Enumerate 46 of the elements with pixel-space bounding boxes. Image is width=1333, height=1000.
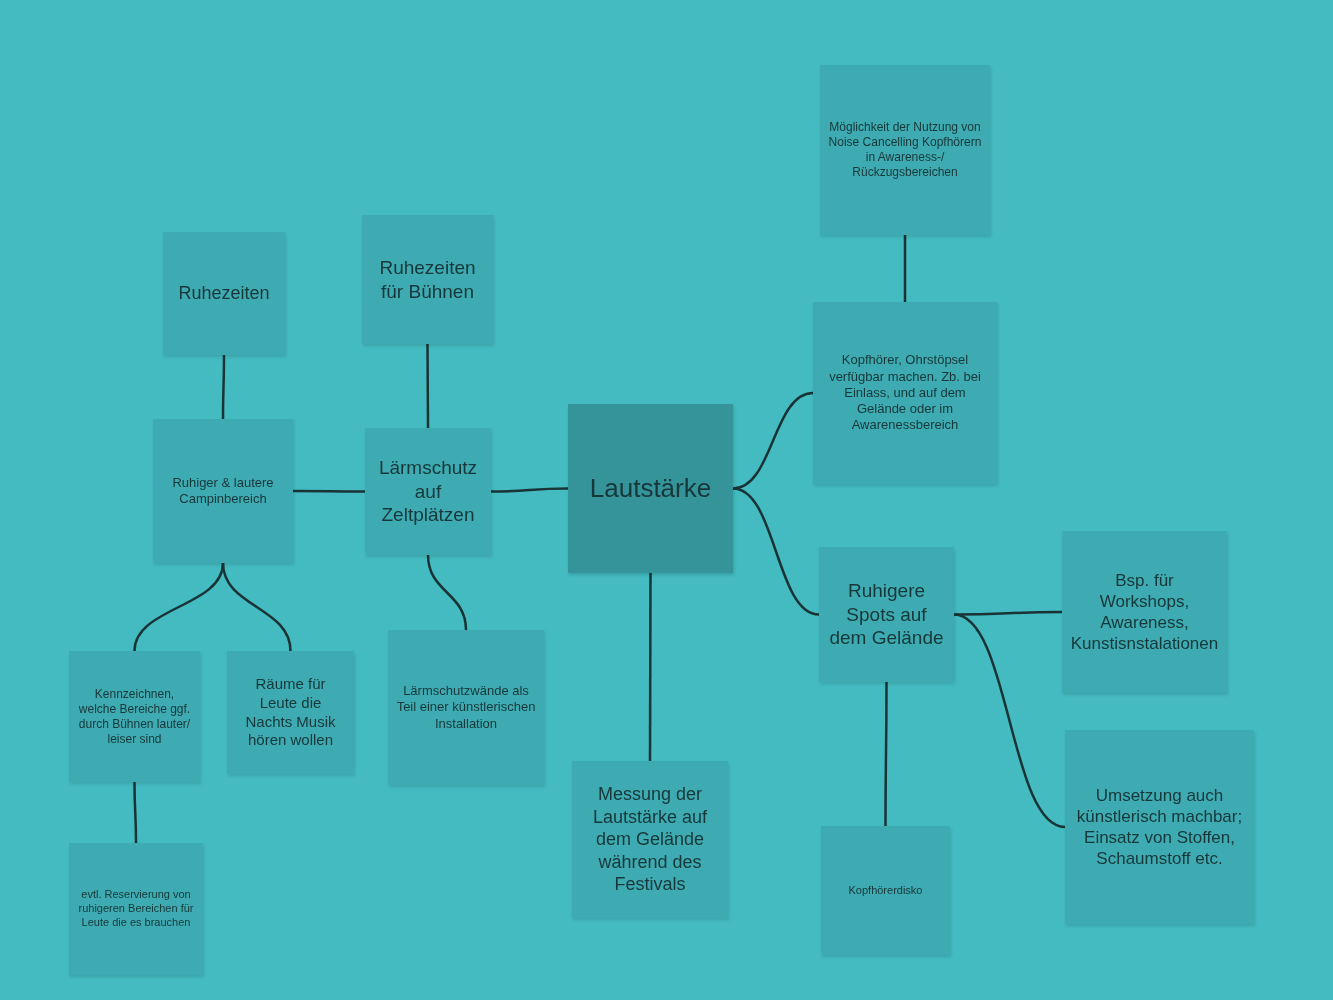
sticky-note [1065,730,1254,924]
note-text: evtl. Reservierung von ruhigeren Bereichen für Leute die es brauchen [77,888,195,930]
note-text: Kopfhörerdisko [848,883,923,898]
note-text: Möglichkeit der Nutzung von Noise Cancelling Kopfhörern in Awareness-/ Rückzugsbereichen [828,120,982,180]
note-text: Lautstärke [589,472,712,505]
connector-line [732,487,820,616]
connector-line [426,554,468,631]
connector-line [491,487,568,493]
note-text: Messung der Lautstärke auf dem Gelände während des Festivals [591,783,709,896]
note-text: Lärmschutzwände als Teil einer künstlerischen Installation [396,683,536,732]
connector-line [953,613,1066,829]
sticky-note [819,547,954,682]
sticky-note [163,232,285,355]
note-text: Umsetzung auch künstlerisch machbar; Einsatz von Stoffen, Schaumstoff etc. [1075,784,1244,870]
connector-line [426,344,430,428]
note-text: Kennzeichnen, welche Bereiche ggf. durch Bühnen lauter/ leiser sind [77,686,192,747]
connector-line [133,562,225,652]
sticky-note [69,843,203,975]
connector-line [293,489,365,493]
connector-line [954,610,1062,616]
sticky-note [362,215,493,344]
sticky-note [388,630,544,785]
note-text: Ruhiger & lautere Campinbereich [171,474,275,508]
sticky-note [821,826,950,955]
sticky-note [69,651,200,782]
note-text: Ruhezeiten [178,282,270,305]
connector-line [133,782,138,843]
note-text: Kopfhörer, Ohrstöpsel verfügbar machen. Zb. bei Einlass, und auf dem Gelände oder im Awarenessbereich [828,352,982,434]
connector-line [221,562,292,652]
sticky-note [813,302,997,484]
connector-line [903,235,907,302]
sticky-note [153,419,293,563]
sticky-note [820,65,990,235]
topic-sticky-note [568,404,733,573]
sticky-note [227,651,354,774]
note-text: Lärmschutz auf Zeltplätzen [377,455,479,528]
connector-line [884,682,888,826]
sticky-note [365,428,491,555]
note-text: Räume für Leute die Nachts Musik hören wollen [244,675,337,750]
connector-line [648,573,652,761]
note-text: Ruhezeiten für Bühnen [378,255,477,304]
note-text: Ruhigere Spots auf dem Gelände [828,578,945,651]
connector-line [221,355,226,419]
note-text: Bsp. für Workshops, Awareness, Kunstisnstalationen [1070,569,1219,655]
sticky-note [572,761,728,918]
sticky-note [1062,531,1227,693]
